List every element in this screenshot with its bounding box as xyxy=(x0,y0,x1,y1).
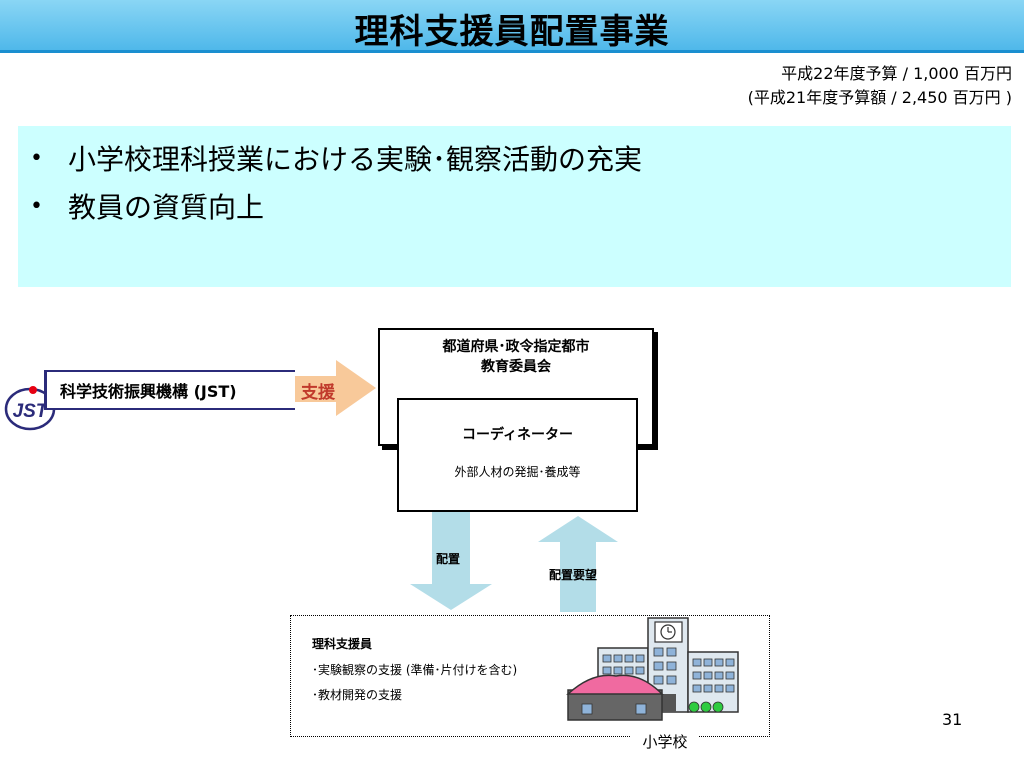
deploy-arrow xyxy=(410,512,492,610)
board-line-1: 都道府県･政令指定都市 xyxy=(442,339,590,355)
goal-text: 教員の資質向上 xyxy=(68,191,265,224)
board-line-2: 教育委員会 xyxy=(481,359,551,375)
staff-title: 理科支援員 xyxy=(312,637,373,651)
school-box xyxy=(290,615,770,737)
staff-item: ･実験観察の支援 (準備･片付けを含む) xyxy=(312,663,518,677)
request-label: 配置要望 xyxy=(549,568,598,582)
coordinator-title: コーディネーター xyxy=(461,427,574,443)
page-number: 31 xyxy=(942,710,963,729)
support-arrow xyxy=(286,360,376,416)
staff-item: ･教材開発の支援 xyxy=(312,688,403,702)
budget-previous: (平成21年度予算額 / 2,450 百万円 ) xyxy=(747,88,1012,107)
goal-item: • 小学校理科授業における実験･観察活動の充実 xyxy=(30,138,642,178)
coordinator-subtitle: 外部人材の発掘･養成等 xyxy=(454,465,581,479)
school-label: 小学校 xyxy=(631,730,699,754)
bullet-icon: • xyxy=(30,146,43,171)
goals-panel xyxy=(18,126,1011,287)
deploy-label: 配置 xyxy=(436,552,461,566)
school-building-icon xyxy=(566,617,739,721)
bullet-icon: • xyxy=(30,194,43,219)
jst-box xyxy=(44,370,295,410)
budget-current: 平成22年度予算 / 1,000 百万円 xyxy=(781,64,1012,83)
support-label: 支援 xyxy=(301,383,335,403)
jst-logo-icon: JST xyxy=(4,386,56,431)
jst-logo-text: JST xyxy=(13,401,49,422)
title-bar xyxy=(0,0,1024,53)
request-arrow xyxy=(538,516,618,612)
coordinator-box xyxy=(397,398,638,512)
slide-title: 理科支援員配置事業 xyxy=(354,12,670,52)
goal-item: • 教員の資質向上 xyxy=(30,186,264,226)
goal-text: 小学校理科授業における実験･観察活動の充実 xyxy=(68,143,643,176)
jst-label: 科学技術振興機構 (JST) xyxy=(60,382,237,401)
